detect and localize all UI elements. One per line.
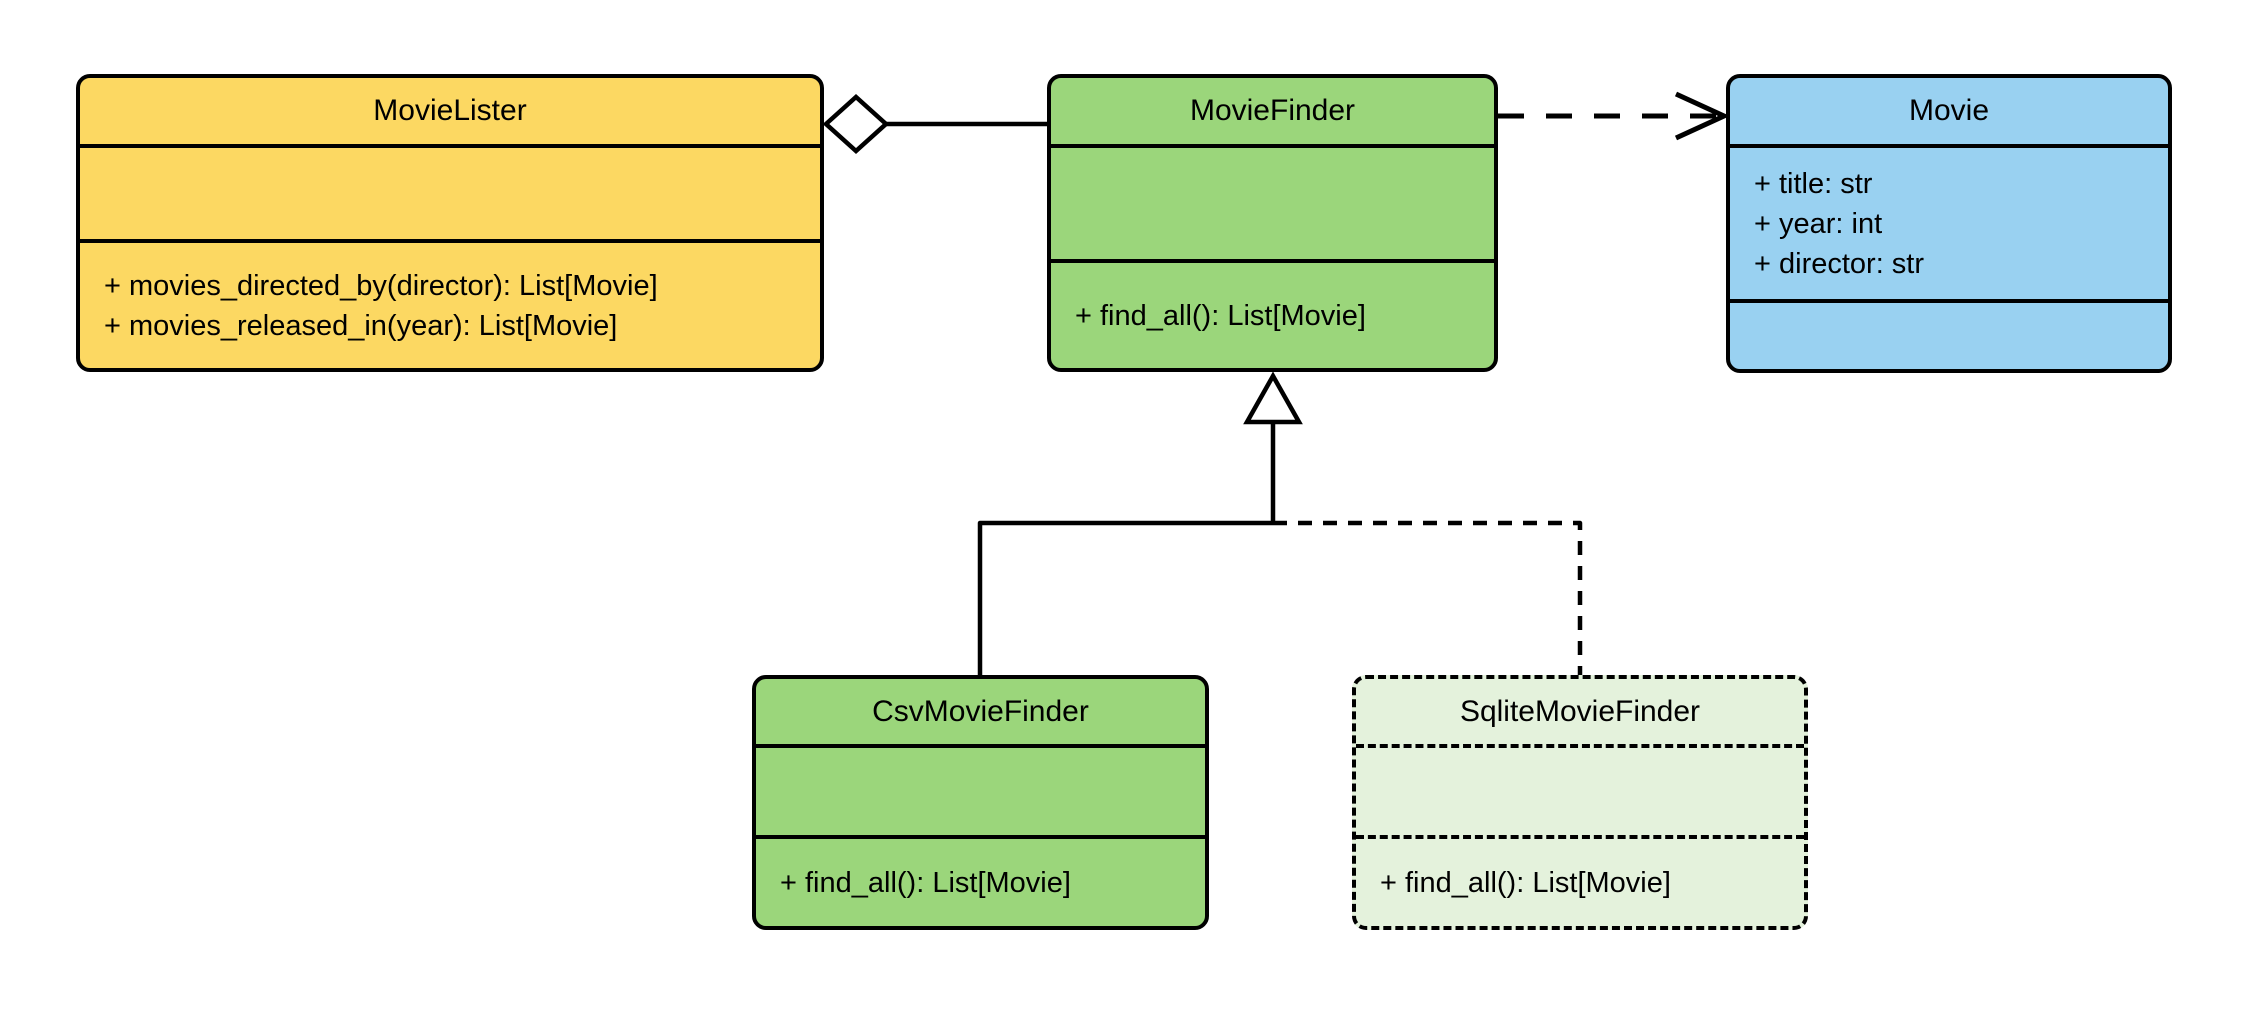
attributes-compartment: [1051, 144, 1494, 259]
class-name-label: MovieFinder: [1189, 94, 1356, 127]
method-label: + find_all(): List[Movie]: [780, 866, 1071, 899]
methods-compartment: + find_all(): List[Movie]: [1051, 259, 1494, 368]
inheritance-dashed-branch: [1273, 520, 1583, 675]
attribute-label: + title: str: [1754, 167, 1873, 200]
attributes-compartment: [756, 744, 1205, 835]
class-sqlitemoviefinder: SqliteMovieFinder + find_all(): List[Mov…: [1352, 675, 1808, 930]
attributes-compartment: [1356, 744, 1804, 835]
attributes-compartment: [80, 144, 820, 239]
class-name-label: Movie: [1908, 94, 1990, 127]
class-name-label: CsvMovieFinder: [872, 694, 1089, 728]
class-name-label: MovieLister: [373, 94, 527, 127]
methods-compartment: + find_all(): List[Movie]: [1356, 835, 1804, 926]
method-label: + find_all(): List[Movie]: [1380, 866, 1671, 899]
method-label: + find_all(): List[Movie]: [1075, 299, 1366, 332]
method-label: + movies_directed_by(director): List[Mov…: [104, 269, 658, 302]
class-moviefinder: MovieFinder + find_all(): List[Movie]: [1047, 74, 1498, 372]
attribute-label: + director: str: [1754, 247, 1925, 280]
attribute-label: + year: int: [1754, 207, 1883, 240]
method-label: + movies_released_in(year): List[Movie]: [104, 309, 618, 342]
attributes-compartment: + title: str + year: int + director: str: [1730, 144, 2168, 299]
methods-compartment: + find_all(): List[Movie]: [756, 835, 1205, 926]
aggregation-diamond-icon: [822, 93, 890, 155]
inheritance-triangle-icon: [1243, 371, 1303, 425]
class-name-label: SqliteMovieFinder: [1459, 694, 1701, 728]
class-movie: Movie + title: str + year: int + directo…: [1726, 74, 2172, 373]
dependency-arrowhead-icon: [1674, 91, 1731, 141]
class-movielister: MovieLister + movies_directed_by(directo…: [76, 74, 824, 372]
methods-compartment: + movies_directed_by(director): List[Mov…: [80, 239, 820, 368]
inheritance-solid-branch: [977, 520, 1273, 675]
class-csvmoviefinder: CsvMovieFinder + find_all(): List[Movie]: [752, 675, 1209, 930]
methods-compartment: [1730, 299, 2168, 369]
